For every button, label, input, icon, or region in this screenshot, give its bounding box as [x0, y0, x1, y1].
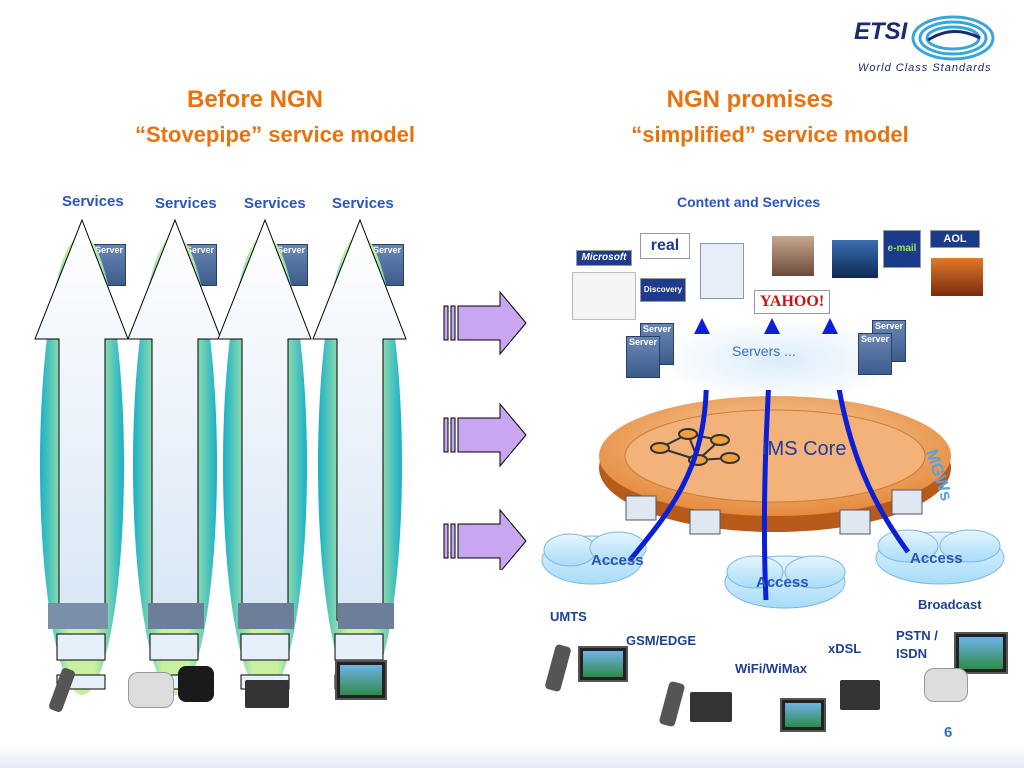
device-box-2a	[149, 633, 199, 661]
microsoft-logo: Microsoft	[576, 250, 632, 266]
real-logo: real	[640, 233, 690, 259]
service-path-left	[628, 390, 709, 562]
umts-label: UMTS	[550, 609, 587, 624]
gsm-laptop-icon	[690, 692, 732, 722]
footer-band	[0, 744, 1024, 768]
broadcast-tv-icon	[954, 632, 1008, 674]
tv-icon	[335, 660, 387, 700]
sky-image	[832, 240, 878, 278]
page-number: 6	[944, 724, 953, 741]
discovery-logo: Discovery	[640, 278, 686, 302]
yahoo-logo: YAHOO!	[754, 290, 830, 314]
pstn-label: PSTN /	[896, 628, 938, 643]
transition-arrow-2	[443, 402, 527, 468]
xdsl-laptop-icon	[840, 680, 880, 710]
product-collage-image	[572, 272, 636, 320]
device-box-3a	[240, 633, 290, 661]
content-services-label: Content and Services	[677, 194, 821, 210]
wifi-tv-icon	[780, 698, 826, 732]
umts-phone-icon	[544, 643, 572, 693]
mgw-icons	[625, 489, 923, 535]
transition-arrow-3	[443, 508, 527, 570]
gsm-edge-label: GSM/EDGE	[626, 633, 697, 648]
services-label-1: Services	[62, 193, 124, 210]
service-path-center	[761, 390, 771, 601]
left-title: Before NGN	[186, 86, 324, 113]
transition-arrows	[443, 290, 527, 570]
ngn-server-2: Server	[626, 336, 660, 378]
logo-swoosh-icon	[911, 15, 995, 61]
desk-phone-icon	[128, 672, 174, 708]
ims-core-label: IMS Core	[762, 438, 847, 460]
xdsl-label: xDSL	[828, 641, 862, 656]
base-tower-4	[338, 603, 394, 629]
umts-tv-icon	[578, 646, 628, 682]
broadcast-label: Broadcast	[918, 597, 982, 612]
stovepipe-diagram	[34, 218, 407, 695]
ngn-diagram	[541, 390, 1005, 609]
access-cloud-2	[724, 555, 846, 609]
service-path-right	[836, 390, 911, 554]
access-label-1: Access	[591, 552, 644, 569]
aol-logo: AOL	[930, 230, 980, 248]
transition-arrow-1	[443, 290, 527, 356]
left-subtitle: “Stovepipe” service model	[135, 122, 415, 147]
pstn-phone-icon	[924, 668, 968, 702]
servers-label: Servers ...	[732, 343, 796, 359]
wifi-wimax-label: WiFi/WiMax	[735, 661, 807, 676]
old-telephone-icon	[178, 666, 214, 702]
gsm-phone-icon	[658, 680, 686, 728]
services-label-3: Services	[244, 195, 306, 212]
isdn-label: ISDN	[896, 646, 928, 661]
right-title: NGN promises	[666, 86, 834, 113]
email-logo: e-mail	[883, 230, 921, 268]
ngn-server-4: Server	[858, 333, 892, 375]
base-tower-2	[148, 603, 204, 629]
logo-text: ETSI	[854, 18, 908, 45]
service-path-heads	[694, 318, 838, 334]
game-image	[931, 258, 983, 296]
access-label-2: Access	[756, 574, 809, 591]
base-tower-3	[238, 603, 294, 629]
browser-window-image	[700, 243, 744, 299]
base-tower-1	[48, 603, 108, 629]
services-label-4: Services	[332, 195, 394, 212]
right-subtitle: “simplified” service model	[631, 122, 909, 147]
services-label-2: Services	[155, 195, 217, 212]
device-box-4a	[334, 633, 384, 661]
etsi-logo: ETSI World Class Standards	[850, 12, 1000, 76]
access-cloud-3	[875, 529, 1005, 585]
video-call-image	[772, 236, 814, 276]
device-box-1a	[56, 633, 106, 661]
logo-tagline: World Class Standards	[858, 62, 992, 74]
laptop-icon	[245, 680, 289, 708]
access-label-3: Access	[910, 550, 963, 567]
